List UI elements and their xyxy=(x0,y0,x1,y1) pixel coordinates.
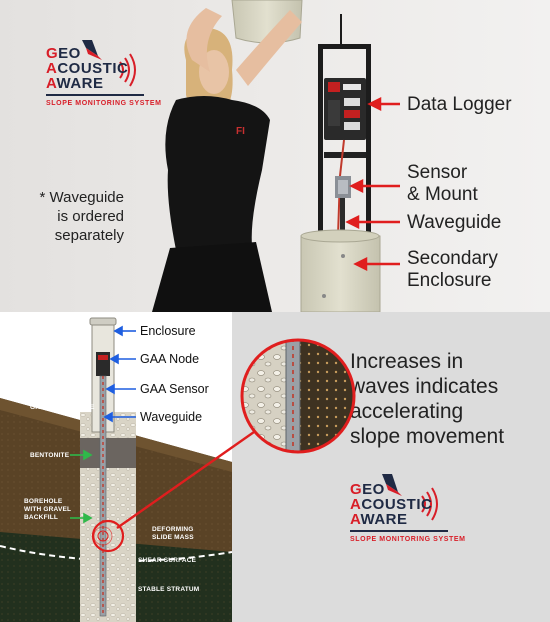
borehole-diagram: Enclosure GAA Node GAA Sensor Waveguide … xyxy=(0,312,232,622)
note-line: * Waveguide xyxy=(39,189,125,206)
layer-deforming: DEFORMING SLIDE MASS xyxy=(152,526,194,542)
logo-word: COUSTIC xyxy=(57,60,129,77)
logo-word: WARE xyxy=(56,75,104,92)
logo-letter: A xyxy=(350,511,361,528)
message-line: accelerating xyxy=(350,400,464,423)
logo-line-acoustic: ACOUSTIC xyxy=(46,61,162,76)
logo-line-geo: GEO xyxy=(46,46,162,61)
label-waveguide: Waveguide xyxy=(140,410,203,424)
installation-photo: FI xyxy=(0,0,550,312)
layer-stable-stratum: STABLE STRATUM xyxy=(138,586,200,593)
brand-logo-top: GEO ACOUSTIC AWARE SLOPE MONITORING SYST… xyxy=(46,46,162,107)
layer-text: BACKFILL xyxy=(24,514,59,521)
waveguide-note: * Waveguide is ordered separately xyxy=(32,188,125,245)
label-data-logger: Data Logger xyxy=(407,94,512,115)
logo-word: COUSTIC xyxy=(361,496,433,513)
label-gaa-sensor: GAA Sensor xyxy=(140,382,209,396)
label-secondary: Secondary xyxy=(407,248,498,269)
logo-letter: A xyxy=(46,60,58,77)
label-enclosure: Enclosure xyxy=(140,324,196,338)
message-line: Increases in xyxy=(350,350,464,373)
message-line: waves indicates xyxy=(350,375,499,398)
info-panel: Increases in waves indicates acceleratin… xyxy=(232,312,550,622)
label-sensor-mount: & Mount xyxy=(407,184,478,205)
label-waveguide-photo: Waveguide xyxy=(407,212,502,233)
brand-logo-bottom: GEO ACOUSTIC AWARE SLOPE MONITORING SYST… xyxy=(350,482,466,543)
layer-borehole: BOREHOLE WITH GRAVEL BACKFILL xyxy=(24,498,71,522)
note-line: is ordered xyxy=(57,208,124,225)
layer-text: WITH GRAVEL xyxy=(24,506,72,513)
logo-letter: A xyxy=(350,496,362,513)
logo-word: WARE xyxy=(360,511,408,528)
borehole-cross-section xyxy=(0,317,232,622)
layer-text: BOREHOLE xyxy=(24,498,63,505)
logo-rule xyxy=(350,530,448,532)
layer-text: SLIDE MASS xyxy=(152,534,194,541)
logo-letter: G xyxy=(350,481,363,498)
logo-line-geo: GEO xyxy=(350,482,466,497)
svg-text:FI: FI xyxy=(236,126,245,137)
logo-letter: A xyxy=(46,75,57,92)
layer-ground-surface: GROUND SURFACE xyxy=(30,404,95,411)
logo-word: EO xyxy=(58,45,81,62)
message-line: slope movement xyxy=(350,425,505,448)
label-sensor: Sensor xyxy=(407,162,468,183)
layer-bentonite: BENTONITE xyxy=(30,452,70,459)
photo-illustration: FI xyxy=(0,0,550,312)
layer-text: DEFORMING xyxy=(152,526,194,533)
logo-word: EO xyxy=(362,481,385,498)
logo-line-aware: AWARE xyxy=(350,512,466,527)
logo-line-aware: AWARE xyxy=(46,76,162,91)
label-enclosure: Enclosure xyxy=(407,270,492,291)
logo-line-acoustic: ACOUSTIC xyxy=(350,497,466,512)
logo-tagline: SLOPE MONITORING SYSTEM xyxy=(350,536,466,543)
info-message: Increases in waves indicates acceleratin… xyxy=(350,349,545,449)
logo-letter: G xyxy=(46,45,59,62)
layer-shear-surface: SHEAR SURFACE xyxy=(138,557,197,564)
label-gaa-node: GAA Node xyxy=(140,352,200,366)
logo-tagline: SLOPE MONITORING SYSTEM xyxy=(46,100,162,107)
note-line: separately xyxy=(54,227,124,244)
logo-rule xyxy=(46,94,144,96)
